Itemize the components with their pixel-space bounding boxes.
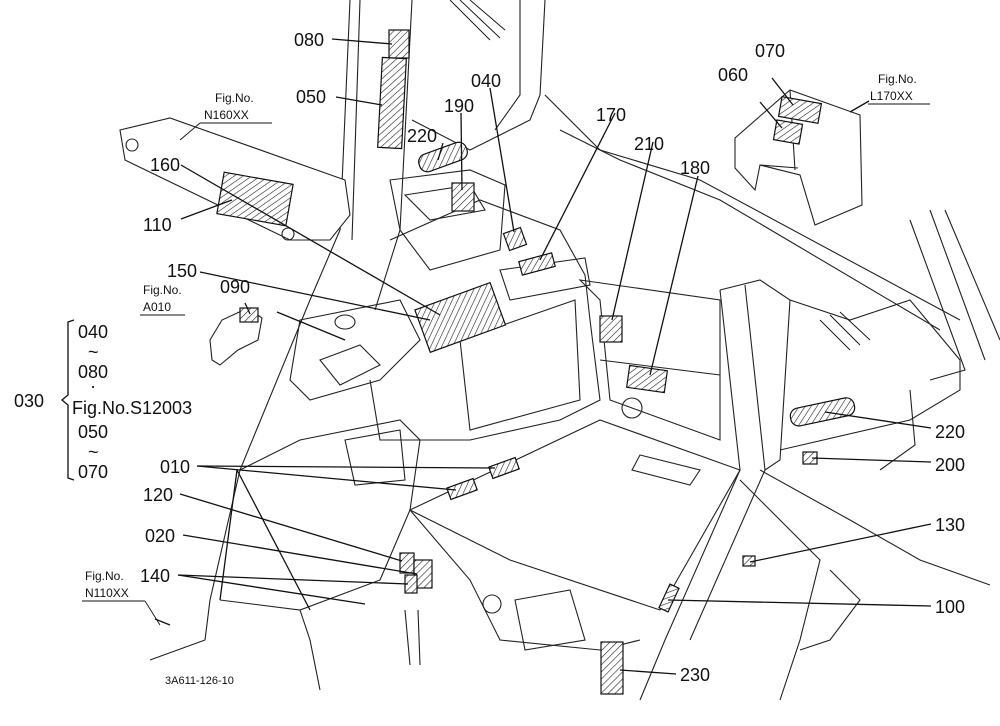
figref-n160: Fig.No. N160XX xyxy=(179,91,272,141)
figref-l170-bottom: L170XX xyxy=(870,89,913,103)
decal-070-cover xyxy=(777,95,823,125)
label-040: 040 xyxy=(471,71,501,91)
label-060: 060 xyxy=(718,65,748,85)
decal-100 xyxy=(658,583,680,613)
decal-170 xyxy=(518,252,556,276)
bracket-label-040: 040 xyxy=(78,322,108,342)
decal-220-right xyxy=(789,397,856,427)
label-220-right: 220 xyxy=(935,422,965,442)
decal-040 xyxy=(502,226,528,252)
label-200: 200 xyxy=(935,455,965,475)
label-110: 110 xyxy=(143,215,172,235)
bracket-figref: Fig.No.S12003 xyxy=(72,398,192,418)
leader-lines xyxy=(154,38,932,675)
figref-a010: Fig.No. A010 xyxy=(140,283,185,316)
bracket-tilde-1: ~ xyxy=(88,342,99,362)
label-180: 180 xyxy=(680,158,710,178)
figref-a010-top: Fig.No. xyxy=(143,283,182,297)
decal-150 xyxy=(414,281,507,354)
label-210: 210 xyxy=(634,134,664,154)
bracket-label-080: 080 xyxy=(78,362,108,382)
label-100: 100 xyxy=(935,597,965,617)
decal-010b xyxy=(446,477,478,501)
label-140: 140 xyxy=(140,566,170,586)
decal-110 xyxy=(216,171,294,227)
decal-180 xyxy=(625,364,669,394)
label-070: 070 xyxy=(755,41,785,61)
figref-l170-top: Fig.No. xyxy=(878,72,917,86)
label-030: 030 xyxy=(14,391,44,411)
label-090: 090 xyxy=(220,277,250,297)
part-labels: 080 050 220 190 040 170 210 180 160 110 … xyxy=(140,30,965,685)
figref-n110-top: Fig.No. xyxy=(85,569,124,583)
cab-frame xyxy=(149,0,1000,701)
figref-n110: Fig.No. N110XX xyxy=(82,569,161,626)
label-020: 020 xyxy=(145,526,175,546)
figref-n160-bottom: N160XX xyxy=(204,108,249,122)
decal-050 xyxy=(377,56,407,150)
decal-210 xyxy=(599,315,623,343)
label-130: 130 xyxy=(935,515,965,535)
decal-090 xyxy=(239,307,259,323)
label-230: 230 xyxy=(680,665,710,685)
figref-a010-bottom: A010 xyxy=(143,300,171,314)
label-160: 160 xyxy=(150,155,180,175)
decal-190 xyxy=(451,182,475,212)
bracket-label-070: 070 xyxy=(78,462,108,482)
label-170: 170 xyxy=(596,105,626,125)
label-220-top: 220 xyxy=(407,126,437,146)
bracket-label-050: 050 xyxy=(78,422,108,442)
decal-220-top xyxy=(418,141,468,173)
bracket-tilde-2: ~ xyxy=(88,442,99,462)
label-080: 080 xyxy=(294,30,324,50)
label-120: 120 xyxy=(143,485,173,505)
figref-n160-top: Fig.No. xyxy=(215,91,254,105)
drawing-code: 3A611-126-10 xyxy=(165,675,234,687)
bracket-dot: · xyxy=(90,376,96,396)
decal-120 xyxy=(399,552,415,574)
label-050: 050 xyxy=(296,87,326,107)
figref-l170: Fig.No. L170XX xyxy=(868,72,930,105)
decal-230 xyxy=(600,641,624,695)
decals xyxy=(216,29,856,695)
figref-n110-bottom: N110XX xyxy=(85,586,129,600)
label-190: 190 xyxy=(444,96,474,116)
label-010: 010 xyxy=(160,457,190,477)
decal-010a xyxy=(488,456,520,480)
label-150: 150 xyxy=(167,261,197,281)
bracket-030: 030 040 ~ 080 · Fig.No.S12003 050 ~ 070 xyxy=(14,319,192,482)
